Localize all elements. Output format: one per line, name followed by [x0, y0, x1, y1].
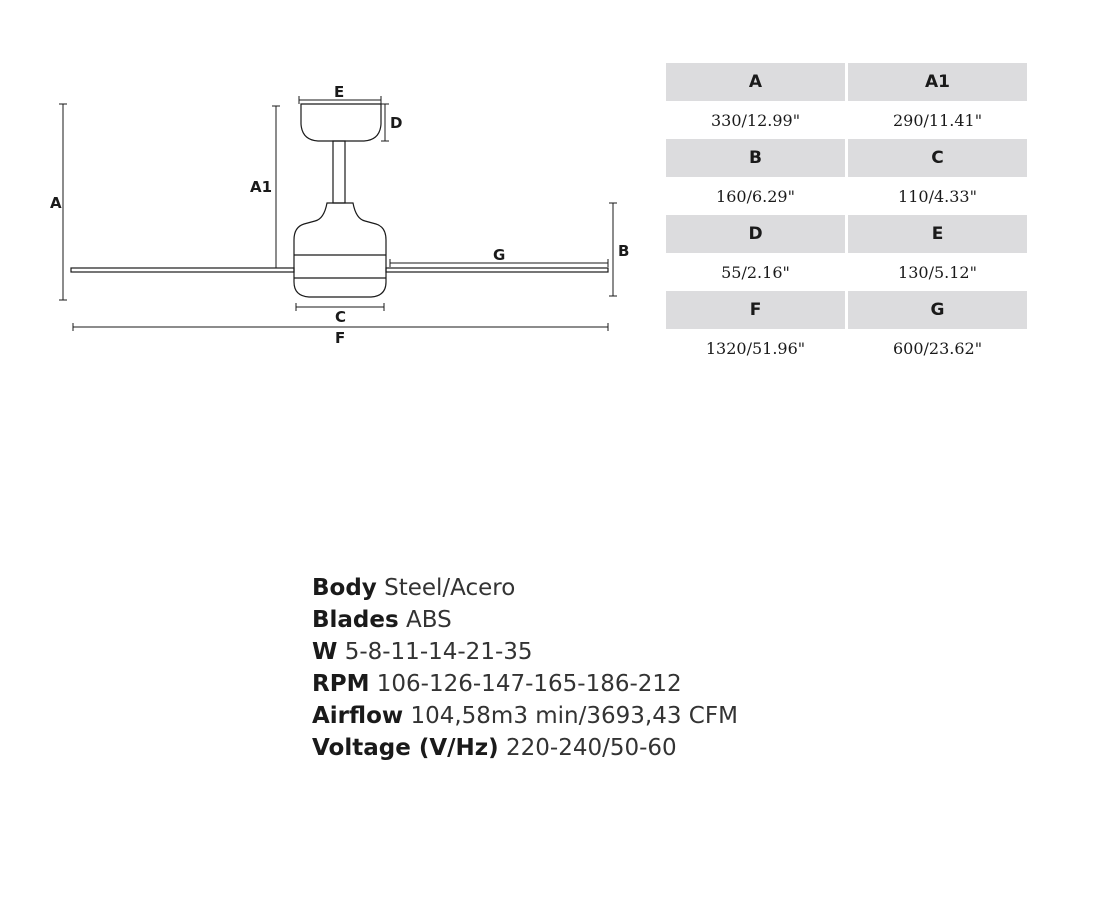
header-cell: A: [666, 63, 845, 101]
label-e: E: [334, 83, 344, 101]
header-cell: B: [666, 139, 845, 177]
value-cell: 55/2.16": [721, 262, 790, 282]
canopy: [300, 103, 382, 142]
spec-value: ABS: [406, 607, 452, 633]
spec-label: W: [312, 639, 338, 665]
table-value-row: 160/6.29" 110/4.33": [666, 177, 1027, 215]
header-cell: D: [666, 215, 845, 253]
spec-label: Body: [312, 575, 377, 601]
spec-row-rpm: RPM 106-126-147-165-186-212: [312, 668, 738, 700]
spec-value: 220-240/50-60: [506, 735, 677, 761]
table-value-row: 55/2.16" 130/5.12": [666, 253, 1027, 291]
value-cell: 1320/51.96": [705, 338, 806, 358]
value-cell: 330/12.99": [710, 110, 801, 130]
spec-row-voltage: Voltage (V/Hz) 220-240/50-60: [312, 732, 738, 764]
spec-label: Blades: [312, 607, 399, 633]
spec-row-blades: Blades ABS: [312, 604, 738, 636]
spec-label: RPM: [312, 671, 370, 697]
spec-row-body: Body Steel/Acero: [312, 572, 738, 604]
spec-value: 106-126-147-165-186-212: [376, 671, 682, 697]
table-header-row: B C: [666, 139, 1027, 177]
blade-left: [70, 267, 295, 273]
header-cell: A1: [848, 63, 1027, 101]
label-a1: A1: [250, 178, 272, 196]
value-cell: 130/5.12": [898, 262, 977, 282]
blade-right: [385, 267, 609, 273]
label-g: G: [493, 246, 505, 264]
label-d: D: [390, 114, 402, 132]
spec-value: Steel/Acero: [384, 575, 516, 601]
header-cell: E: [848, 215, 1027, 253]
value-cell: 290/11.41": [892, 110, 983, 130]
dimensions-table: A A1 330/12.99" 290/11.41" B C 160/6.29"…: [663, 63, 1030, 367]
spec-row-airflow: Airflow 104,58m3 min/3693,43 CFM: [312, 700, 738, 732]
label-c: C: [335, 308, 346, 326]
spec-value: 104,58m3 min/3693,43 CFM: [410, 703, 738, 729]
header-cell: C: [848, 139, 1027, 177]
spec-label: Airflow: [312, 703, 404, 729]
spec-label: Voltage (V/Hz): [312, 735, 499, 761]
spec-row-watts: W 5-8-11-14-21-35: [312, 636, 738, 668]
motor-housing: [293, 202, 387, 298]
fan-dimension-diagram: A A1 E D G B C F: [50, 83, 629, 347]
table-value-row: 1320/51.96" 600/23.62": [666, 329, 1027, 367]
label-f: F: [335, 329, 345, 347]
specs-list: Body Steel/Acero Blades ABS W 5-8-11-14-…: [312, 572, 738, 764]
header-cell: G: [848, 291, 1027, 329]
table-header-row: D E: [666, 215, 1027, 253]
table-value-row: 330/12.99" 290/11.41": [666, 101, 1027, 139]
spec-value: 5-8-11-14-21-35: [344, 639, 533, 665]
header-cell: F: [666, 291, 845, 329]
value-cell: 110/4.33": [898, 186, 977, 206]
value-cell: 600/23.62": [892, 338, 983, 358]
table-header-row: A A1: [666, 63, 1027, 101]
downrod: [332, 140, 346, 204]
label-b: B: [618, 242, 629, 260]
value-cell: 160/6.29": [716, 186, 795, 206]
label-a: A: [50, 194, 62, 212]
table-header-row: F G: [666, 291, 1027, 329]
